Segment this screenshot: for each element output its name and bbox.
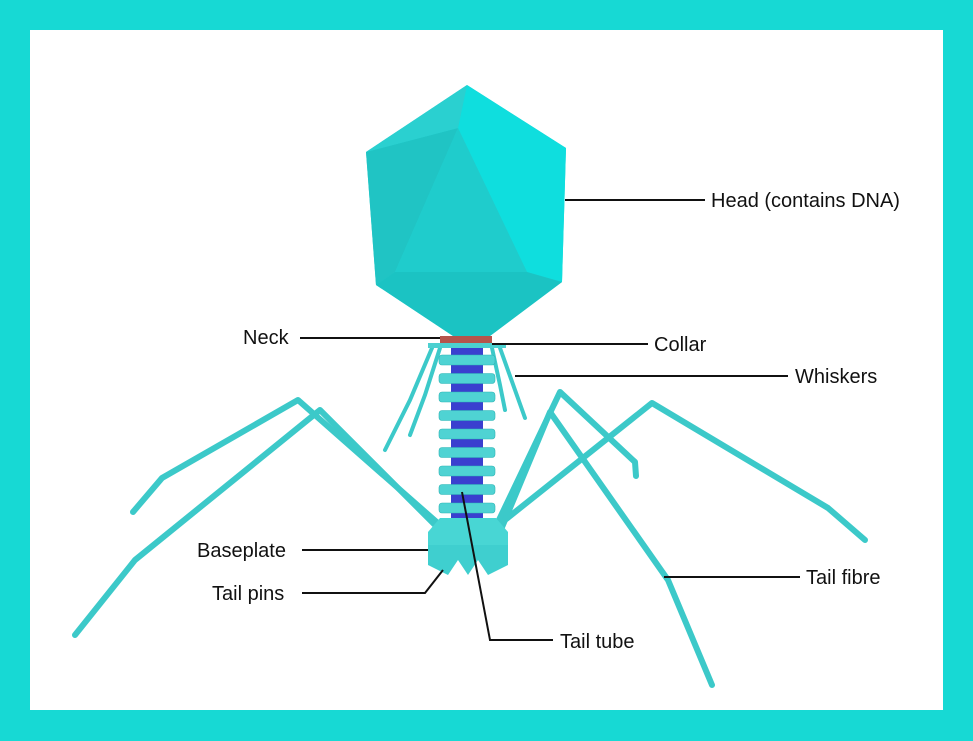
label-whiskers: Whiskers [795,366,877,388]
sheath-ring [438,354,496,366]
label-neck: Neck [243,327,290,349]
tail-pins [428,545,508,575]
label-tail-fibre: Tail fibre [806,567,880,589]
whisker [498,346,527,420]
leader-line-tail-tube [461,491,553,641]
label-head: Head (contains DNA) [711,190,900,212]
sheath-ring [438,373,496,384]
tail-fibres [72,389,868,688]
collar-rim [428,343,506,348]
label-tail-tube: Tail tube [560,631,635,653]
tail-fibre-left-1 [130,397,443,528]
tail-fibre-right-2 [497,409,715,688]
whisker [408,346,442,437]
sheath-ring [438,465,496,477]
label-tail-pins: Tail pins [212,583,284,605]
sheath-ring [438,391,496,403]
label-baseplate: Baseplate [197,540,286,562]
leader-line-tail-pins [302,569,444,594]
collar [440,336,492,343]
tail-tube [438,348,496,523]
baseplate [428,518,508,575]
sheath-ring [438,502,496,514]
whisker [383,346,434,452]
label-collar: Collar [654,334,707,356]
sheath-ring [438,428,496,440]
head-capsid [366,85,566,336]
sheath-ring [438,410,496,421]
tail-fibre-left-2 [72,407,445,638]
sheath-ring [438,484,496,495]
sheath-ring [438,447,496,458]
tail-fibre-right-3 [502,400,868,543]
